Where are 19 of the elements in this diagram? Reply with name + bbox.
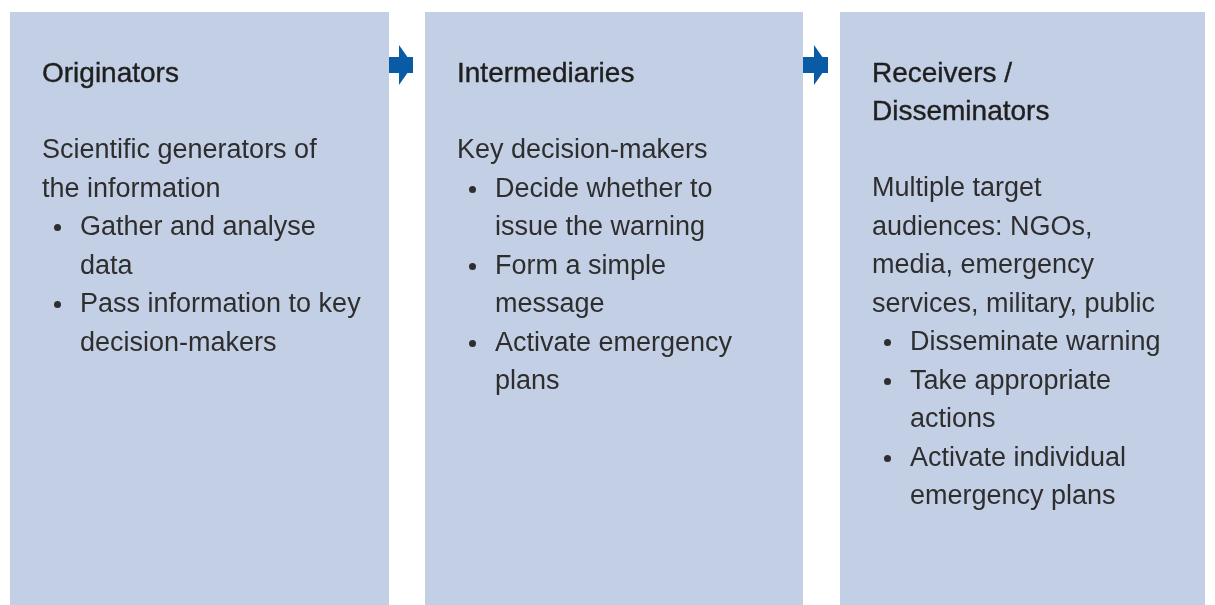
stage-heading: Originators [42, 56, 180, 90]
stage-description: Scientific generators of the information [42, 133, 318, 205]
flow-arrow [803, 45, 828, 85]
bullet-item: Take appropriate actions [910, 363, 1113, 435]
stage-panel [425, 12, 803, 605]
flow-arrow [389, 45, 413, 85]
stage-panel [840, 12, 1205, 605]
stage-heading: Intermediaries [457, 56, 636, 90]
bullet-item: Disseminate warning [910, 325, 1162, 358]
bullet-item: Gather and analyse data [80, 210, 317, 282]
stage-description: Multiple target audiences: NGOs, media, emergency services, military, public [872, 171, 1157, 320]
bullet-item: Decide whether to issue the warning [495, 171, 714, 243]
bullet-item: Pass information to key decision-makers [80, 287, 361, 359]
stage-heading: Receivers / Disseminators [872, 56, 1051, 128]
bullet-item: Activate individual emergency plans [910, 440, 1128, 512]
stage-panel [10, 12, 389, 605]
stage-description: Key decision-makers [457, 133, 709, 166]
bullet-item: Activate emergency plans [495, 325, 734, 397]
bullet-item: Form a simple message [495, 248, 668, 320]
